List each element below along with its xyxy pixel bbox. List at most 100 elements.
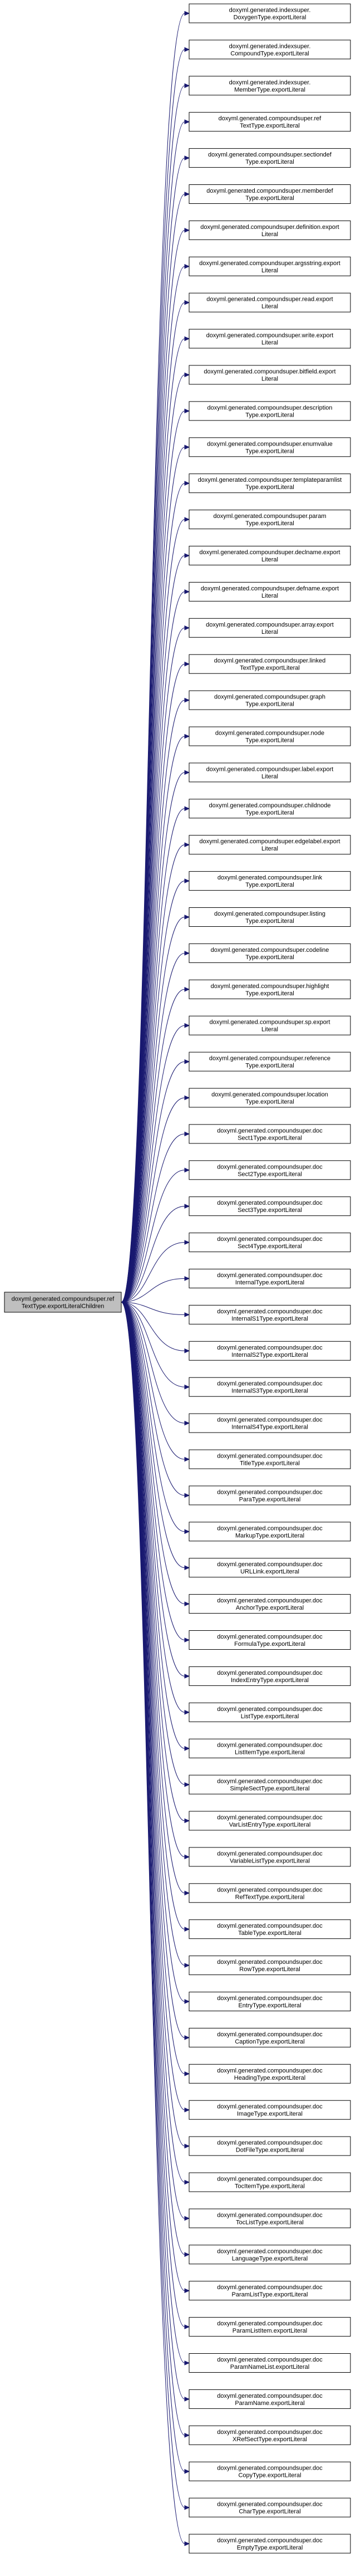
graph-node[interactable]: doxyml.generated.compoundsuper.docListIt…: [189, 1738, 351, 1758]
graph-node[interactable]: doxyml.generated.compoundsuper.docIndexE…: [189, 1666, 351, 1686]
graph-node-box: [189, 871, 351, 891]
graph-node[interactable]: doxyml.generated.compoundsuper.locationT…: [189, 1088, 351, 1108]
graph-node-label: Type.exportLiteral: [245, 1063, 294, 1069]
graph-node[interactable]: doxyml.generated.compoundsuper.enumvalue…: [189, 437, 351, 457]
graph-node[interactable]: doxyml.generated.compoundsuper.codelineT…: [189, 943, 351, 963]
edge-arrowhead: [184, 192, 190, 197]
graph-node[interactable]: doxyml.generated.compoundsuper.graphType…: [189, 690, 351, 710]
graph-node[interactable]: doxyml.generated.compoundsuper.docIntern…: [189, 1269, 351, 1288]
graph-node[interactable]: doxyml.generated.compoundsuper.docLangua…: [189, 2245, 351, 2265]
graph-node[interactable]: doxyml.generated.compoundsuper.docHeadin…: [189, 2064, 351, 2084]
graph-node-box: [189, 1341, 351, 1361]
graph-node[interactable]: doxyml.generated.indexsuper.MemberType.e…: [189, 76, 351, 96]
graph-node[interactable]: doxyml.generated.compoundsuper.docSect1T…: [189, 1124, 351, 1144]
graph-node[interactable]: doxyml.generated.compoundsuper.docParamL…: [189, 2281, 351, 2301]
graph-node[interactable]: doxyml.generated.compoundsuper.docIntern…: [189, 1304, 351, 1324]
graph-node[interactable]: doxyml.generated.compoundsuper.memberdef…: [189, 184, 351, 204]
graph-edge: [121, 989, 185, 1303]
graph-node[interactable]: doxyml.generated.compoundsuper.sectionde…: [189, 148, 351, 168]
graph-node[interactable]: doxyml.generated.compoundsuper.docSect3T…: [189, 1196, 351, 1216]
graph-node[interactable]: doxyml.generated.compoundsuper.docTocLis…: [189, 2208, 351, 2228]
graph-node[interactable]: doxyml.generated.compoundsuper.docImageT…: [189, 2100, 351, 2120]
graph-node[interactable]: doxyml.generated.compoundsuper.docRefTex…: [189, 1883, 351, 1903]
graph-node[interactable]: doxyml.generated.compoundsuper.templatep…: [189, 473, 351, 493]
edge-arrowhead: [184, 481, 190, 486]
graph-node[interactable]: doxyml.generated.compoundsuper.docCharTy…: [189, 2497, 351, 2518]
graph-node[interactable]: doxyml.generated.compoundsuper.argsstrin…: [189, 256, 351, 276]
graph-node[interactable]: doxyml.generated.compoundsuper.docSect4T…: [189, 1233, 351, 1253]
graph-node-label: Type.exportLiteral: [245, 448, 294, 454]
graph-node-label: doxyml.generated.compoundsuper.doc: [217, 1634, 323, 1640]
graph-node[interactable]: doxyml.generated.compoundsuper.docParamL…: [189, 2317, 351, 2337]
graph-node[interactable]: doxyml.generated.compoundsuper.docParaTy…: [189, 1485, 351, 1505]
graph-node[interactable]: doxyml.generated.indexsuper.CompoundType…: [189, 40, 351, 60]
graph-node[interactable]: doxyml.generated.compoundsuper.docIntern…: [189, 1377, 351, 1397]
graph-node[interactable]: doxyml.generated.compoundsuper.docIntern…: [189, 1341, 351, 1361]
edge-arrowhead: [184, 1059, 190, 1064]
graph-node[interactable]: doxyml.generated.compoundsuper.docEmptyT…: [189, 2534, 351, 2554]
graph-node-box: [189, 2172, 351, 2192]
graph-node[interactable]: doxyml.generated.compoundsuper.bitfield.…: [189, 365, 351, 385]
graph-edge: [121, 772, 185, 1303]
graph-node[interactable]: doxyml.generated.compoundsuper.edgelabel…: [189, 835, 351, 855]
graph-edge: [121, 1302, 185, 2291]
graph-node-box: [189, 2353, 351, 2373]
graph-node-label: doxyml.generated.compoundsuper.doc: [217, 1850, 323, 1857]
graph-node[interactable]: doxyml.generated.compoundsuper.docSimple…: [189, 1775, 351, 1795]
graph-node[interactable]: doxyml.generated.compoundsuper.listingTy…: [189, 907, 351, 927]
graph-node[interactable]: doxyml.generated.compoundsuper.docVarLis…: [189, 1811, 351, 1831]
graph-node-label: doxyml.generated.compoundsuper.doc: [217, 1561, 323, 1568]
edge-arrowhead: [184, 1710, 190, 1715]
graph-node[interactable]: doxyml.generated.compoundsuper.reference…: [189, 1052, 351, 1072]
graph-node[interactable]: doxyml.generated.compoundsuper.refTextTy…: [189, 112, 351, 132]
graph-node-label: doxyml.generated.compoundsuper.doc: [217, 1381, 323, 1387]
graph-node[interactable]: doxyml.generated.compoundsuper.write.exp…: [189, 329, 351, 349]
graph-node[interactable]: doxyml.generated.compoundsuper.docVariab…: [189, 1847, 351, 1867]
edge-arrowhead: [184, 408, 190, 414]
graph-node[interactable]: doxyml.generated.compoundsuper.linkType.…: [189, 871, 351, 891]
graph-node[interactable]: doxyml.generated.compoundsuper.array.exp…: [189, 618, 351, 638]
graph-node[interactable]: doxyml.generated.compoundsuper.docXRefSe…: [189, 2425, 351, 2445]
graph-node-box: [189, 726, 351, 746]
edge-arrowhead: [184, 1638, 190, 1643]
graph-node[interactable]: doxyml.generated.compoundsuper.docAnchor…: [189, 1594, 351, 1614]
graph-node[interactable]: doxyml.generated.compoundsuper.docParamN…: [189, 2389, 351, 2409]
graph-node[interactable]: doxyml.generated.compoundsuper.label.exp…: [189, 762, 351, 783]
graph-node[interactable]: doxyml.generated.compoundsuper.defname.e…: [189, 581, 351, 602]
graph-node[interactable]: doxyml.generated.compoundsuper.definitio…: [189, 220, 351, 240]
graph-node[interactable]: doxyml.generated.compoundsuper.docTableT…: [189, 1919, 351, 1939]
graph-node[interactable]: doxyml.generated.compoundsuper.childnode…: [189, 799, 351, 819]
graph-node[interactable]: doxyml.generated.compoundsuper.docEntryT…: [189, 1992, 351, 2011]
graph-node[interactable]: doxyml.generated.compoundsuper.docDotFil…: [189, 2136, 351, 2156]
graph-node[interactable]: doxyml.generated.indexsuper.DoxygenType.…: [189, 3, 351, 23]
root-node[interactable]: doxyml.generated.compoundsuper.refTextTy…: [4, 1292, 122, 1313]
graph-node[interactable]: doxyml.generated.compoundsuper.docCopyTy…: [189, 2461, 351, 2481]
graph-node-box: [189, 220, 351, 240]
graph-node-label: Literal: [261, 267, 278, 274]
graph-node[interactable]: doxyml.generated.compoundsuper.docTocIte…: [189, 2172, 351, 2192]
graph-edge: [121, 1302, 185, 1496]
graph-node-label: doxyml.generated.compoundsuper.doc: [217, 1453, 323, 1460]
graph-node[interactable]: doxyml.generated.compoundsuper.docSect2T…: [189, 1160, 351, 1180]
graph-node[interactable]: doxyml.generated.compoundsuper.read.expo…: [189, 292, 351, 312]
graph-node[interactable]: doxyml.generated.compoundsuper.docParamN…: [189, 2353, 351, 2373]
graph-node[interactable]: doxyml.generated.compoundsuper.nodeType.…: [189, 726, 351, 746]
graph-node[interactable]: doxyml.generated.compoundsuper.docListTy…: [189, 1702, 351, 1722]
graph-node[interactable]: doxyml.generated.compoundsuper.docRowTyp…: [189, 1956, 351, 1976]
graph-node-label: ImageType.exportLiteral: [237, 2111, 303, 2118]
graph-node-box: [189, 1449, 351, 1469]
graph-node[interactable]: doxyml.generated.compoundsuper.docTitleT…: [189, 1449, 351, 1469]
graph-node[interactable]: doxyml.generated.compoundsuper.docURLLin…: [189, 1558, 351, 1578]
graph-node[interactable]: doxyml.generated.compoundsuper.docMarkup…: [189, 1522, 351, 1542]
graph-node[interactable]: doxyml.generated.compoundsuper.sp.export…: [189, 1015, 351, 1035]
graph-node[interactable]: doxyml.generated.compoundsuper.descripti…: [189, 401, 351, 421]
graph-node[interactable]: doxyml.generated.compoundsuper.declname.…: [189, 546, 351, 565]
graph-node[interactable]: doxyml.generated.compoundsuper.linkedTex…: [189, 654, 351, 674]
graph-node-label: Literal: [261, 773, 278, 780]
graph-node[interactable]: doxyml.generated.compoundsuper.paramType…: [189, 510, 351, 530]
graph-node[interactable]: doxyml.generated.compoundsuper.highlight…: [189, 979, 351, 999]
graph-node[interactable]: doxyml.generated.compoundsuper.docIntern…: [189, 1413, 351, 1433]
graph-node[interactable]: doxyml.generated.compoundsuper.docCaptio…: [189, 2027, 351, 2047]
graph-node-label: InternalType.exportLiteral: [235, 1279, 304, 1286]
graph-node[interactable]: doxyml.generated.compoundsuper.docFormul…: [189, 1630, 351, 1650]
